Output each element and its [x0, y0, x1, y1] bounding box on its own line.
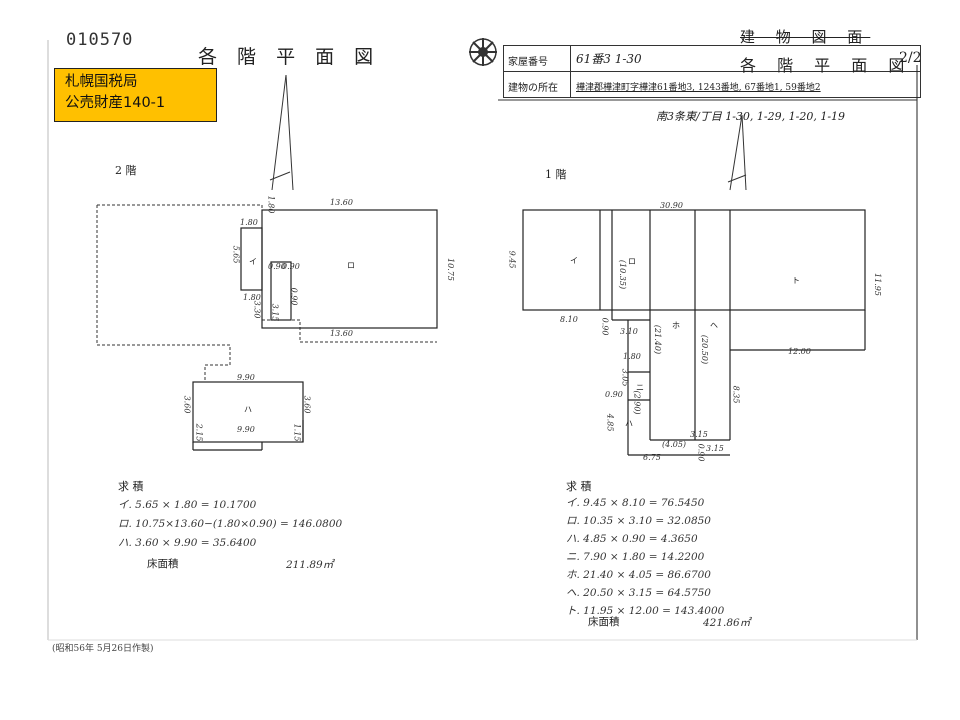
north-arrow-left — [269, 74, 294, 191]
floor2-walls — [192, 209, 438, 451]
floor1-room-ha: ハ — [625, 419, 633, 428]
floor2-area-label: 床面積 — [147, 558, 179, 570]
floor2-dim-330: 3.30 — [252, 300, 262, 319]
floor1-room-he: ヘ — [710, 321, 718, 330]
floor2-dim-ha-bottom: 9.90 — [237, 425, 255, 434]
floor1-dim-to-w: 12.00 — [788, 347, 811, 356]
north-arrow-right — [727, 114, 747, 191]
floor2-calc-title: 求 積 — [118, 480, 144, 493]
floor2-dim-small1: 1.80 — [266, 195, 276, 214]
floor2-dim-ha-l2: 2.15 — [194, 423, 204, 442]
floor2-room-ha: ハ — [244, 405, 252, 414]
location-value: 樺津郡樺津町字樺津61番地3, 1243番地, 67番地1, 59番地2 — [576, 83, 821, 93]
floor1-calc-line-5: ホ. 21.40 × 4.05 = 86.6700 — [566, 569, 711, 581]
floor2-calc-line-2: ロ. 10.75×13.60−(1.80×0.90) = 146.0800 — [118, 518, 343, 530]
floor1-dim-310: 3.10 — [620, 327, 638, 336]
floor2-dim-i-w: 1.80 — [240, 218, 258, 227]
floor1-dim-i-h: 9.45 — [507, 250, 517, 269]
floor1-room-ro: ロ — [628, 257, 636, 266]
house-number-key: 家屋番号 — [508, 57, 548, 68]
page-title: 各 階 平 面 図 — [198, 46, 381, 68]
floor1-calc-line-3: ハ. 4.85 × 0.90 = 4.3650 — [566, 533, 698, 545]
floor2-dim-bottom: 13.60 — [330, 329, 353, 338]
floor2-dim-090a: 0.90 — [268, 262, 286, 271]
sheet-title: 各 階 平 面 図 — [740, 56, 913, 75]
chrysanthemum-seal-icon — [469, 38, 497, 66]
header-table: 家屋番号 61番3 1-30 建物の所在 樺津郡樺津町字樺津61番地3, 124… — [503, 45, 921, 98]
floor1-dim-315b: 3.15 — [690, 430, 708, 439]
floor2-dim-top: 13.60 — [330, 198, 353, 207]
floor1-dim-top: 30.90 — [660, 201, 683, 210]
house-number-value: 61番3 1-30 — [576, 52, 642, 66]
floor1-area-value: 421.86㎡ — [703, 617, 751, 629]
location-key: 建物の所在 — [508, 83, 558, 94]
floor2-dim-ha-left: 3.60 — [182, 395, 192, 414]
floor2-dim-ha-right: 3.60 — [302, 395, 312, 414]
floor1-dim-ho-v: (21.40) — [653, 324, 663, 355]
floor2-dim-i-h: 5.65 — [231, 245, 241, 264]
footer-note: (昭和56年 5月26日作製) — [52, 644, 154, 654]
floor2-dashed-outline — [96, 204, 437, 382]
floor1-calc-line-4: ニ. 7.90 × 1.80 = 14.2200 — [566, 551, 705, 563]
floor2-calc-line-1: イ. 5.65 × 1.80 = 10.1700 — [118, 499, 257, 511]
floor1-dim-ro-v: (10.35) — [618, 259, 628, 290]
floor1-room-i: イ — [570, 256, 578, 265]
floor1-dim-090b: 0.90 — [605, 390, 623, 399]
floor2-dim-080: 0.90 — [289, 287, 299, 306]
stamp-line-1: 札幌国税局 — [65, 74, 138, 90]
floor2-dim-small2: 1.80 — [243, 293, 261, 302]
floor1-room-ho: ホ — [672, 321, 680, 330]
floor1-calc-line-7: ト. 11.95 × 12.00 = 143.4000 — [566, 605, 725, 617]
floor2-dim-315: 3.15 — [270, 303, 280, 322]
floor1-calc-title: 求 積 — [566, 480, 592, 493]
floor1-dim-to-h: 11.95 — [872, 273, 882, 296]
floor1-calc-line-1: イ. 9.45 × 8.10 = 76.5450 — [566, 497, 705, 509]
floor1-dim-675: 6.75 — [643, 453, 661, 462]
floor1-dim-405: (4.05) — [662, 440, 687, 449]
floor1-dim-835: 8.35 — [731, 385, 741, 404]
floor2-dim-ha-r2: 1.15 — [292, 423, 302, 442]
floor1-label: 1 階 — [545, 168, 567, 181]
floor2-calc-line-3: ハ. 3.60 × 9.90 = 35.6400 — [118, 537, 257, 549]
header-row-location: 建物の所在 樺津郡樺津町字樺津61番地3, 1243番地, 67番地1, 59番… — [504, 72, 920, 98]
floor2-dim-090b: 0.90 — [282, 262, 300, 271]
floor1-dim-i-w: 8.10 — [560, 315, 578, 324]
property-stamp-label: 札幌国税局 公売財産140-1 — [54, 68, 217, 122]
header-row-house-number: 家屋番号 61番3 1-30 — [504, 46, 920, 72]
floor1-room-ni: ニ — [636, 383, 644, 392]
floor1-room-to: ト — [792, 276, 800, 285]
floor2-area-value: 211.89㎡ — [286, 559, 334, 571]
floor1-calc-line-6: ヘ. 20.50 × 3.15 = 64.5750 — [566, 587, 711, 599]
floor1-dim-305: 3.05 — [620, 368, 630, 387]
floor1-calc-line-2: ロ. 10.35 × 3.10 = 32.0850 — [566, 515, 711, 527]
floor1-walls — [522, 209, 866, 456]
floor1-dim-he-v: (20.50) — [700, 334, 710, 365]
sheet-page: 2/2 — [899, 50, 922, 66]
doc-number: 010570 — [66, 30, 134, 50]
address-line: 南3条東/丁目 1-30, 1-29, 1-20, 1-19 — [656, 110, 846, 123]
floor2-room-ro: ロ — [347, 261, 355, 270]
floor1-dim-090c: 0.90 — [696, 443, 706, 462]
floor1-area-label: 床面積 — [588, 616, 620, 628]
floor1-dim-315: 3.15 — [706, 444, 724, 453]
floor2-dim-ha-top: 9.90 — [237, 373, 255, 382]
floor1-dim-180: 1.80 — [623, 352, 641, 361]
floor2-dim-right: 10.75 — [445, 258, 455, 281]
floor1-dim-290: (2.90) — [632, 390, 642, 415]
floor1-dim-090: 0.90 — [600, 317, 610, 336]
sheet-title-struck: 建 物 図 面 — [740, 28, 871, 46]
floor1-dim-485: 4.85 — [605, 413, 615, 432]
stamp-line-2: 公売財産140-1 — [65, 95, 166, 111]
floor2-room-i: イ — [249, 257, 257, 266]
floor2-label: 2 階 — [115, 164, 137, 177]
